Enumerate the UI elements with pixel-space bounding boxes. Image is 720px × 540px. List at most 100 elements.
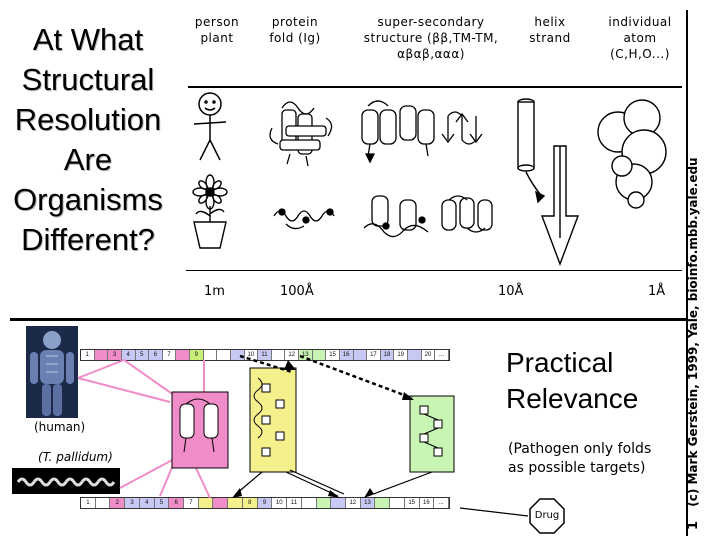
strip-cell xyxy=(312,350,327,360)
practical-relevance-heading: Practical Relevance xyxy=(506,347,639,414)
strip-cell: 9 xyxy=(257,498,273,508)
strip-cell: 11 xyxy=(258,350,272,360)
human-label: (human) xyxy=(34,420,86,434)
green-fold-strands xyxy=(419,405,443,457)
fold-comparison-diagram xyxy=(77,354,529,517)
dashed-arrowhead-right xyxy=(402,392,414,400)
helix-bundle-icon xyxy=(441,195,493,233)
strip-cell xyxy=(375,498,391,508)
slide-title: At What Structural Resolution Are Organi… xyxy=(13,22,163,257)
strip-cell: 1 xyxy=(81,498,96,508)
green-fold-box xyxy=(409,395,455,473)
strip-cell: 7 xyxy=(184,498,199,508)
strip-cell: 4 xyxy=(139,498,155,508)
strip-cell: 13 xyxy=(360,498,376,508)
protein-fold-icon xyxy=(269,101,333,167)
strip-cell: 4 xyxy=(121,350,136,360)
strip-cell: 3 xyxy=(125,498,140,508)
atom-icon xyxy=(597,99,667,209)
strip-cell: 8 xyxy=(242,498,258,508)
yellow-fold-strands xyxy=(253,377,285,457)
helix-cylinder-icon xyxy=(517,98,546,204)
strip-cell xyxy=(390,498,405,508)
sidebar-credit: 1 (c) Mark Gerstein, 1999, Yale, bioinfo… xyxy=(686,90,706,530)
column-header-protein-fold: protein fold (Ig) xyxy=(269,15,321,45)
sidebar-divider xyxy=(686,10,688,536)
protein-fold-strands-icon xyxy=(273,208,335,230)
strip-cell: 16 xyxy=(420,498,435,508)
strip-cell xyxy=(230,350,245,360)
strip-cell: 7 xyxy=(163,350,177,360)
scale-axis-line xyxy=(186,270,682,271)
strip-cell: ... xyxy=(434,498,449,508)
strip-cell xyxy=(331,498,346,508)
strip-cell: 5 xyxy=(135,350,150,360)
strip-cell xyxy=(198,498,214,508)
strip-cell xyxy=(176,350,190,360)
column-header-atom: individual atom (C,H,O...) xyxy=(608,15,672,61)
tm-helices-icon xyxy=(361,100,435,164)
strip-cell: 20 xyxy=(422,350,436,360)
strip-cell xyxy=(204,350,218,360)
strip-cell: 12 xyxy=(285,350,299,360)
strand-arrow-icon xyxy=(540,145,580,266)
scale-label-10A: 10Å xyxy=(498,284,524,299)
header-divider xyxy=(188,86,682,88)
strip-cell: 10 xyxy=(272,498,288,508)
strip-cell xyxy=(408,350,422,360)
strip-cell: 12 xyxy=(346,498,361,508)
pink-fold-helices xyxy=(179,398,219,453)
scale-label-100A: 100Å xyxy=(280,284,314,299)
strip-cell xyxy=(353,350,368,360)
column-header-helix-strand: helix strand xyxy=(529,15,571,45)
scale-label-1A: 1Å xyxy=(648,284,666,299)
arrowhead-b xyxy=(328,490,340,498)
strip-cell xyxy=(213,498,229,508)
strip-cell: 17 xyxy=(367,350,381,360)
strip-cell: 5 xyxy=(154,498,170,508)
drug-octagon-icon xyxy=(529,498,565,534)
strip-cell xyxy=(94,350,109,360)
pathogen-links xyxy=(235,469,529,517)
section-divider xyxy=(10,318,688,321)
strip-cell: 9 xyxy=(190,350,204,360)
strip-cell: 11 xyxy=(287,498,302,508)
yellow-fold-box xyxy=(249,367,297,473)
strip-cell: 16 xyxy=(339,350,354,360)
strip-cell: 19 xyxy=(394,350,408,360)
strip-cell: 13 xyxy=(299,350,313,360)
pathogen-note: (Pathogen only folds as possible targets… xyxy=(508,441,652,476)
scale-label-1m: 1m xyxy=(204,284,225,299)
strip-cell: 10 xyxy=(245,350,259,360)
strip-cell: ... xyxy=(435,350,449,360)
human-anatomy-icon xyxy=(26,326,78,418)
strip-cell xyxy=(302,498,317,508)
spirochete-image xyxy=(12,468,120,494)
tpallidum-label: (T. pallidum) xyxy=(38,450,113,464)
strip-cell xyxy=(228,498,243,508)
column-header-person-plant: person plant xyxy=(194,15,240,45)
structure-illustrations xyxy=(192,92,667,266)
credit-text: (c) Mark Gerstein, 1999, Yale, bioinfo.m… xyxy=(686,157,700,507)
arrowhead-c xyxy=(364,488,374,498)
strip-cell: 6 xyxy=(149,350,163,360)
strip-cell: 15 xyxy=(405,498,420,508)
strip-cell xyxy=(272,350,286,360)
strip-cell: 6 xyxy=(169,498,185,508)
alpha-beta-icon xyxy=(363,195,429,238)
drug-label: Drug xyxy=(534,510,560,521)
person-icon xyxy=(193,92,227,161)
strip-cell: 18 xyxy=(380,350,395,360)
strip-cell: 3 xyxy=(108,350,122,360)
strip-cell xyxy=(96,498,111,508)
beta-hairpin-icon xyxy=(441,111,483,145)
strip-cell: 1 xyxy=(81,350,95,360)
strip-cell: 2 xyxy=(110,498,126,508)
arrowhead-a xyxy=(232,488,242,498)
strip-cell: 15 xyxy=(326,350,340,360)
column-header-super-secondary: super-secondary structure (ββ,TM-TM, αβα… xyxy=(363,15,499,61)
strip-cell xyxy=(316,498,332,508)
dashed-arrowhead-left xyxy=(284,360,296,370)
